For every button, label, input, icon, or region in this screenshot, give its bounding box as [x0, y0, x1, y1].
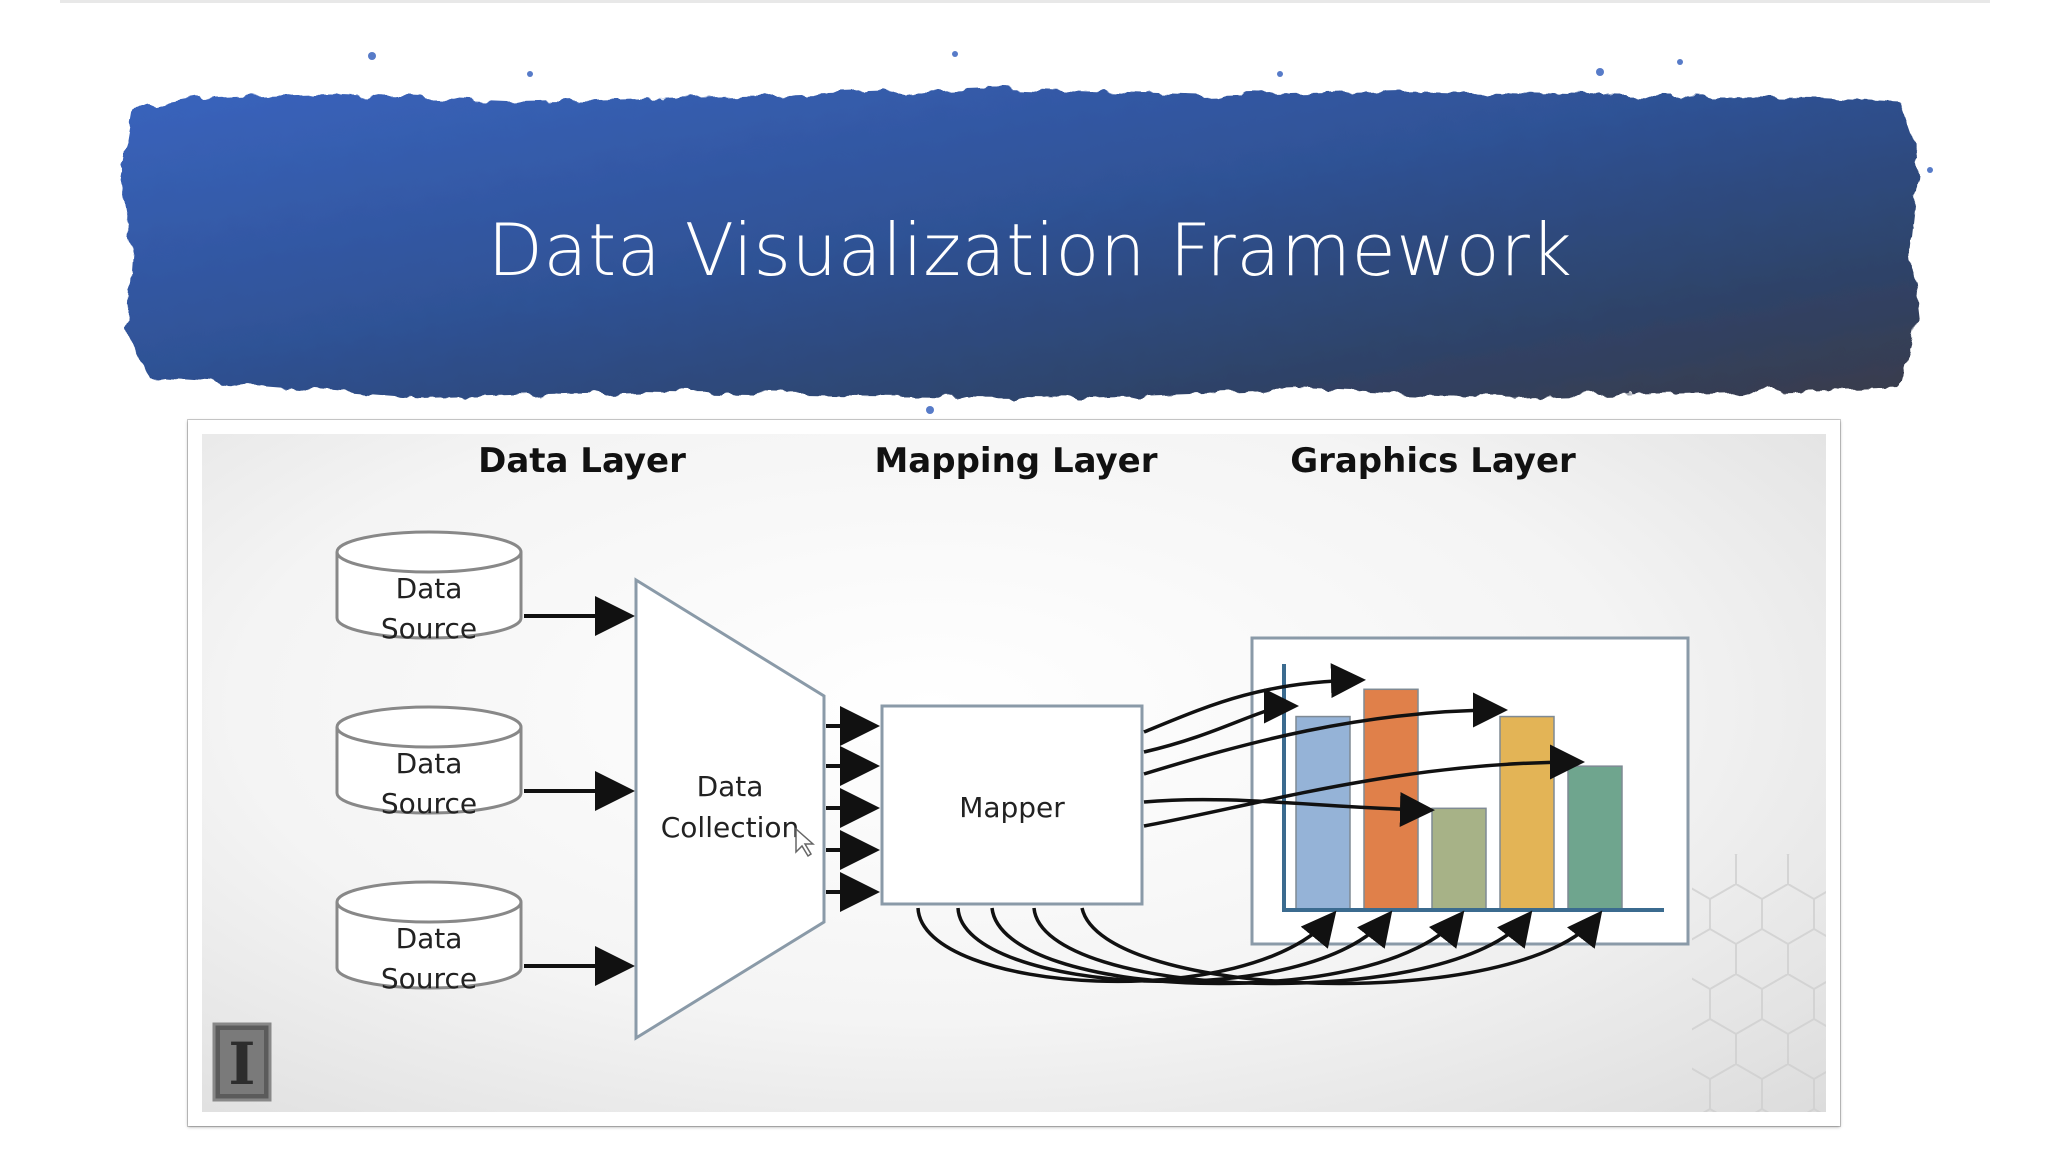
data-source-3-line1: Data: [396, 922, 463, 955]
data-source-1-line1: Data: [396, 572, 463, 605]
chart-bar-1: [1295, 715, 1351, 911]
graphics-chart-box: [1250, 636, 1690, 946]
collection-to-mapper-arrows: [826, 706, 880, 912]
framework-diagram: Data Layer Mapping Layer Graphics Layer …: [202, 434, 1826, 1112]
university-logo: I: [212, 1022, 272, 1102]
collection-line2: Collection: [661, 811, 800, 844]
chart-bar-5: [1567, 765, 1623, 911]
slide-title: Data Visualization Framework: [487, 208, 1573, 292]
mapper-label: Mapper: [959, 791, 1065, 824]
chart-bar-4: [1499, 715, 1555, 911]
collection-line1: Data: [697, 770, 764, 803]
diagram-image-frame: Data Layer Mapping Layer Graphics Layer …: [188, 420, 1840, 1126]
mapper-box: Mapper: [880, 704, 1144, 906]
top-rule: [60, 0, 1990, 3]
layer-header-graphics: Graphics Layer: [1290, 441, 1576, 481]
mapper-to-graphics-curves: [1143, 663, 1585, 828]
data-collection-trapezoid: Data Collection: [634, 577, 826, 1041]
mapper-bottom-curves: [916, 907, 1603, 986]
mouse-cursor-icon: [795, 827, 815, 858]
data-source-cylinder-1: Data Source: [335, 530, 523, 645]
title-banner: [0, 0, 2048, 440]
data-source-cylinder-2: Data Source: [335, 705, 523, 820]
hex-pattern: [1692, 854, 1826, 1112]
chart-bar-2: [1363, 688, 1419, 911]
layer-header-mapping: Mapping Layer: [874, 441, 1157, 481]
data-source-3-line2: Source: [381, 962, 477, 995]
data-source-cylinder-3: Data Source: [335, 880, 523, 995]
data-source-1-line2: Source: [381, 612, 477, 645]
chart-bar-3: [1431, 807, 1487, 911]
data-source-2-line1: Data: [396, 747, 463, 780]
data-source-2-line2: Source: [381, 787, 477, 820]
logo-letter: I: [228, 1030, 255, 1098]
layer-header-data: Data Layer: [478, 441, 686, 481]
